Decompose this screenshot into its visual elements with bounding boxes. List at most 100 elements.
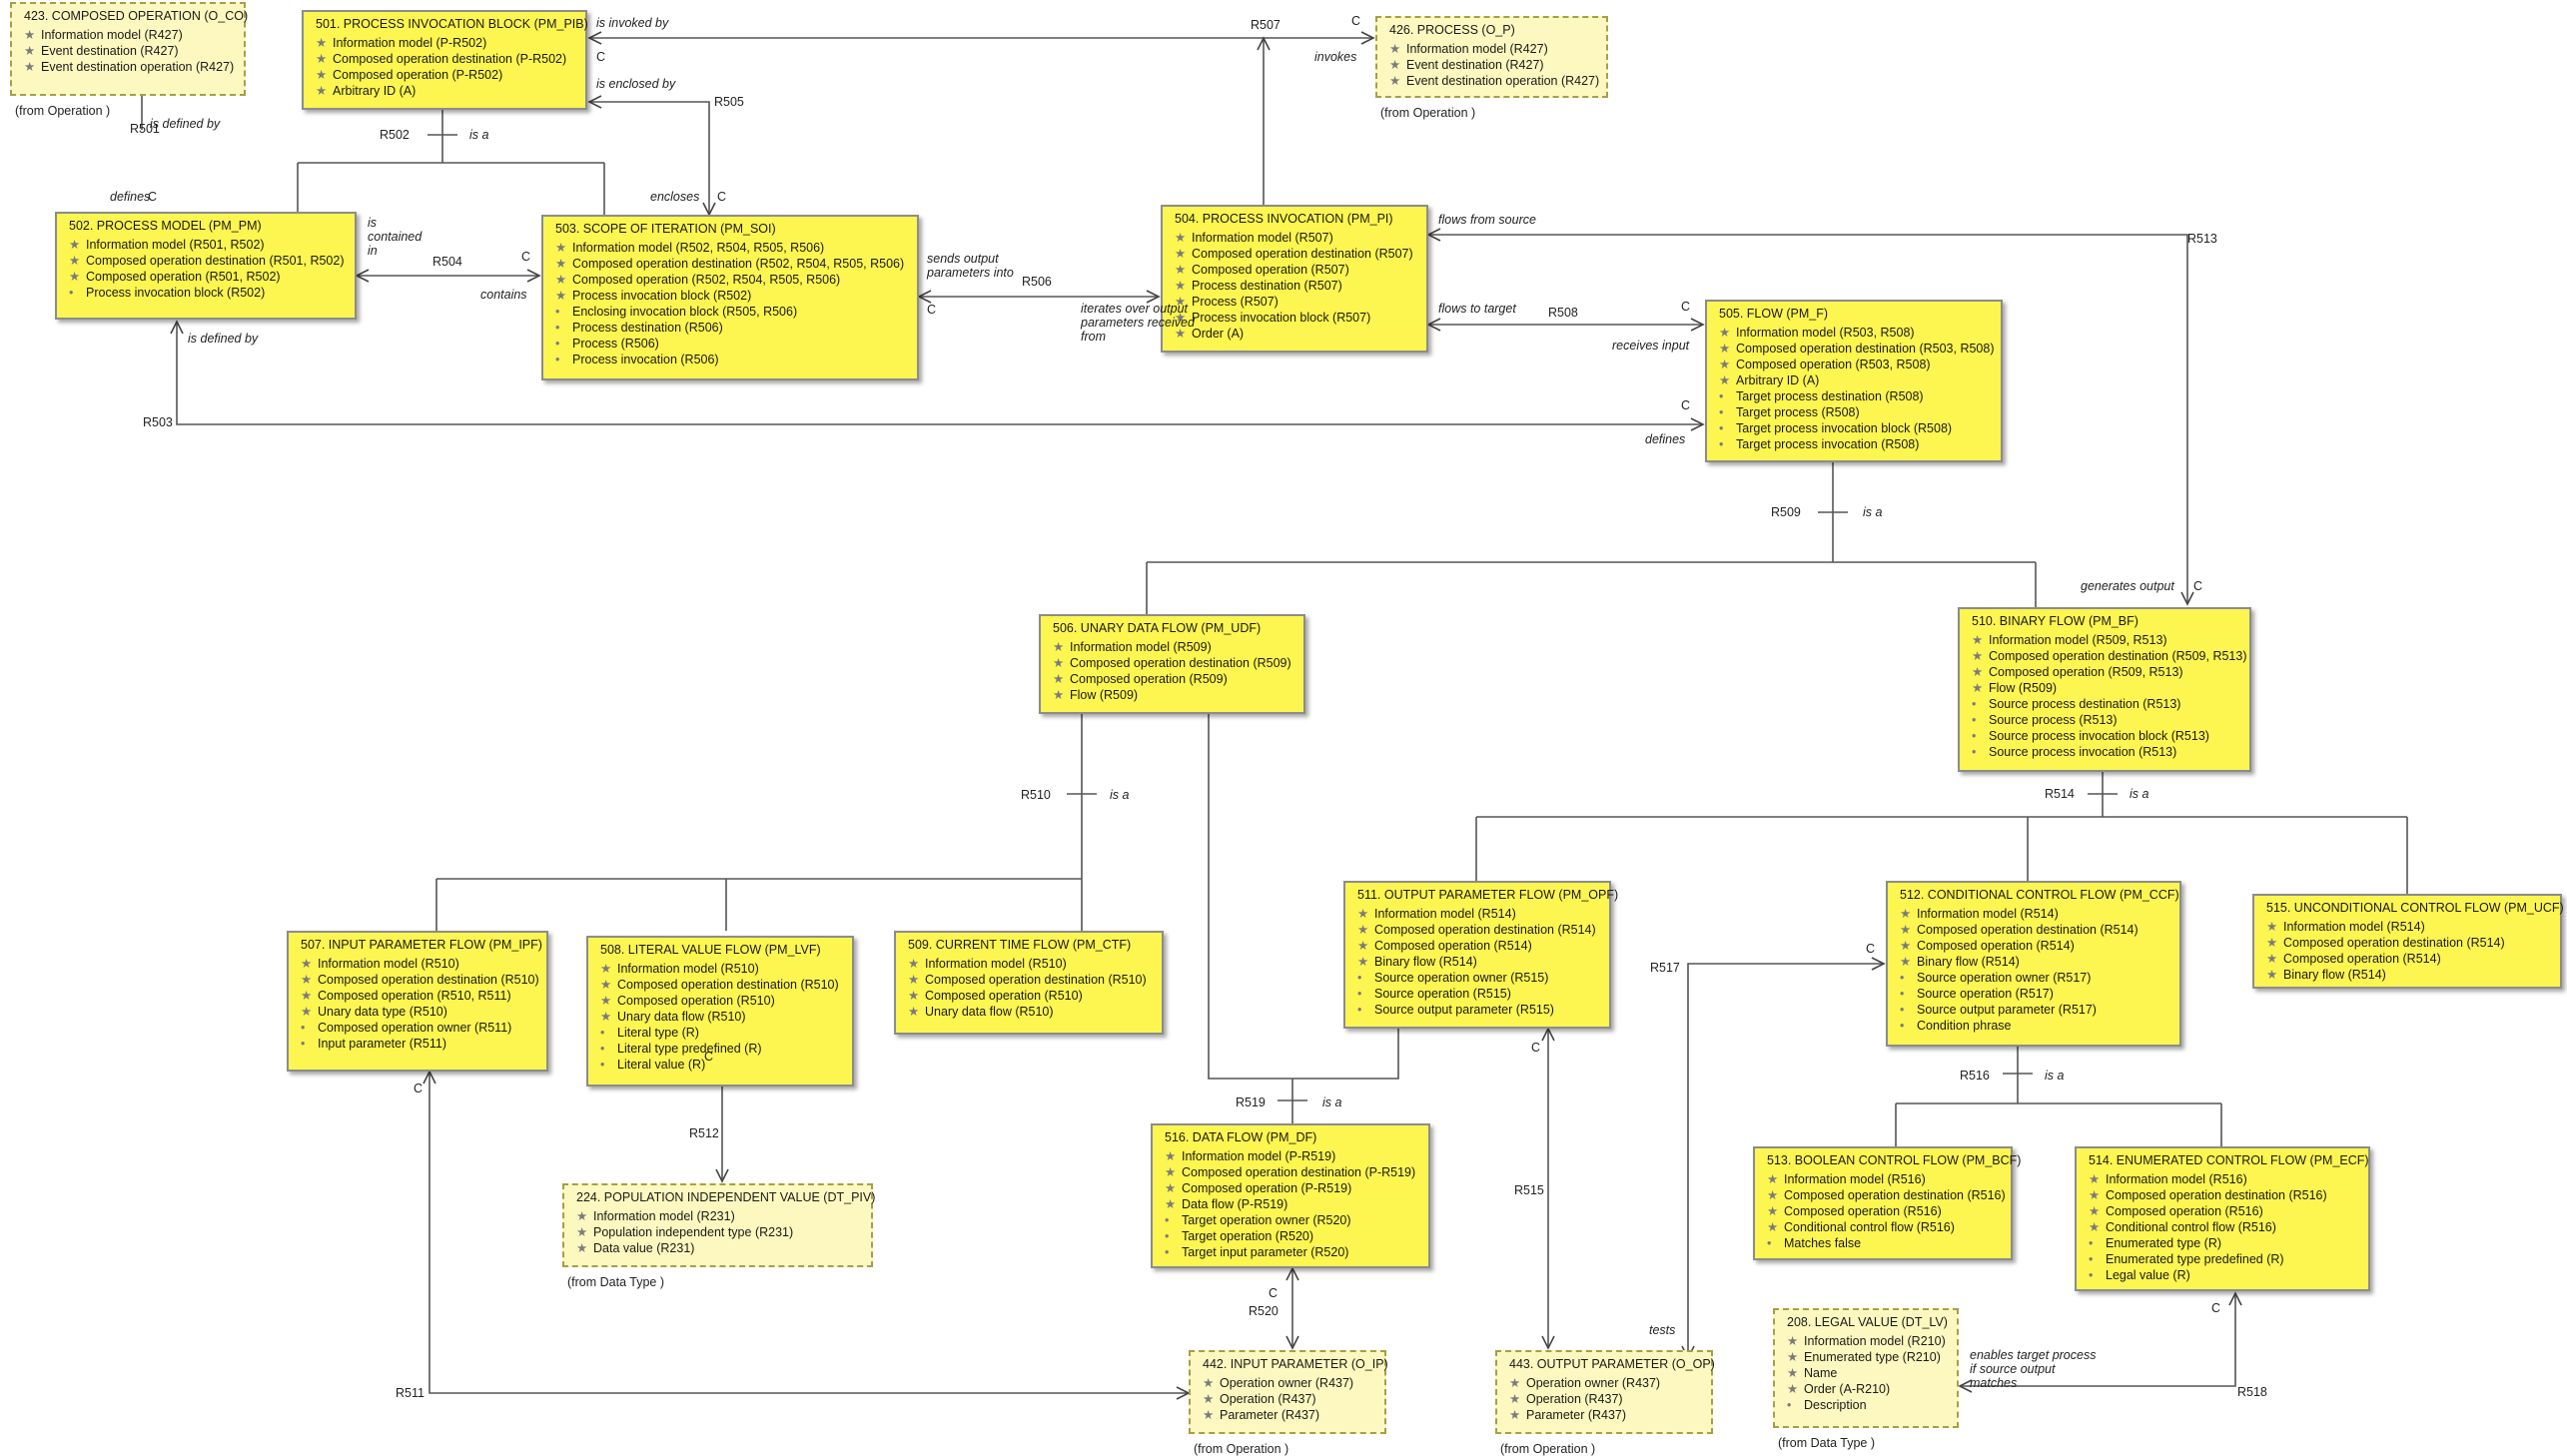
attribute-row: •Literal value (R) (600, 1057, 842, 1073)
attribute-text: Composed operation (R510) (925, 989, 1083, 1003)
attribute-row: ★Information model (R210) (1787, 1333, 1947, 1349)
attribute-row: ★Composed operation destination (R510) (600, 977, 842, 993)
attribute-bullet-icon: • (555, 321, 560, 335)
attribute-row: •Enclosing invocation block (R505, R506) (555, 304, 907, 320)
class-title: 511. OUTPUT PARAMETER FLOW (PM_OPF) (1357, 888, 1619, 902)
class-box-pm-lvf[interactable]: 508. LITERAL VALUE FLOW (PM_LVF)★Informa… (586, 936, 854, 1087)
attribute-row: •Legal value (R) (2089, 1267, 2358, 1283)
attribute-text: Enumerated type (R210) (1804, 1350, 1941, 1364)
attribute-text: Unary data type (R510) (318, 1005, 447, 1019)
class-box-pm-opf[interactable]: 511. OUTPUT PARAMETER FLOW (PM_OPF)★Info… (1343, 881, 1619, 1029)
relationship-number: R517 (1650, 961, 1680, 975)
attribute-text: Target input parameter (R520) (1182, 1245, 1349, 1259)
role-phrase: defines (110, 190, 151, 204)
role-phrase: is defined by (188, 332, 259, 346)
attribute-text: Information model (R231) (593, 1209, 735, 1223)
attribute-text: Parameter (R437) (1526, 1408, 1627, 1422)
class-box-o-co[interactable]: 423. COMPOSED OPERATION (O_CO)★Informati… (10, 2, 248, 96)
relationship-number: R520 (1249, 1304, 1279, 1318)
attribute-row: •Composed operation owner (R511) (301, 1020, 536, 1036)
multiplicity-marker: C (1681, 300, 1691, 314)
class-box-dt-piv[interactable]: 224. POPULATION INDEPENDENT VALUE (DT_PI… (562, 1183, 875, 1267)
multiplicity-marker: C (1269, 1286, 1279, 1300)
attribute-text: Order (A-R210) (1804, 1382, 1891, 1396)
attribute-list: ★Information model (R427) ★ Event destinat… (1389, 41, 1599, 89)
attribute-row: ★Process destination (R507) (1175, 278, 1416, 294)
class-box-pm-ucf[interactable]: 515. UNCONDITIONAL CONTROL FLOW (PM_UCF)… (2252, 894, 2564, 989)
attribute-row: ★Data value (R231) (576, 1240, 861, 1256)
attribute-row: ★Composed operation destination (R514) (2266, 935, 2550, 951)
attribute-text: Composed operation destination (R514) (2283, 936, 2505, 950)
attribute-row: ★Order (A) (1175, 326, 1416, 342)
class-box-pm-f[interactable]: 505. FLOW (PM_F)★Information model (R503… (1705, 300, 2003, 462)
class-box-o-ip[interactable]: 442. INPUT PARAMETER (O_IP)★Operation ow… (1189, 1350, 1388, 1434)
identifier-star-icon: ★ (316, 68, 328, 82)
identifier-star-icon: ★ (1389, 74, 1401, 88)
attribute-bullet-icon: • (1900, 987, 1905, 1001)
role-phrase: receives input (1612, 339, 1690, 353)
from-subsystem-note: (from Operation ) (1500, 1442, 1596, 1456)
attribute-row: ★Information model (R427) (1389, 41, 1596, 57)
attribute-row: •Target process invocation (R508) (1719, 436, 1991, 452)
role-phrase: is defined by (150, 117, 221, 131)
attribute-text: Target process invocation (R508) (1736, 437, 1920, 451)
identifier-star-icon: ★ (908, 973, 920, 987)
attribute-text: Data flow (P-R519) (1182, 1197, 1288, 1211)
attribute-text: Information model (R510) (617, 962, 759, 976)
identifier-star-icon: ★ (301, 957, 313, 971)
class-box-pm-soi[interactable]: 503. SCOPE OF ITERATION (PM_SOI)★Informa… (541, 215, 919, 380)
identifier-star-icon: ★ (1175, 311, 1187, 325)
class-box-pm-ecf[interactable]: 514. ENUMERATED CONTROL FLOW (PM_ECF)★In… (2075, 1146, 2370, 1291)
attribute-text: Enumerated type predefined (R) (2106, 1252, 2284, 1266)
class-box-pm-pm[interactable]: 502. PROCESS MODEL (PM_PM)★Information m… (55, 212, 357, 320)
attribute-bullet-icon: • (1787, 1398, 1792, 1412)
class-box-pm-ccf[interactable]: 512. CONDITIONAL CONTROL FLOW (PM_CCF)★I… (1886, 881, 2181, 1047)
attribute-list: ★Information model (R516)★Composed opera… (2089, 1171, 2358, 1283)
attribute-text: Composed operation destination (R507) (1192, 247, 1413, 261)
class-box-pm-df[interactable]: 516. DATA FLOW (PM_DF)★Information model… (1151, 1123, 1430, 1268)
class-box-pm-ctf[interactable]: 509. CURRENT TIME FLOW (PM_CTF)★Informat… (894, 931, 1164, 1035)
attribute-text: Composed operation (P-R519) (1182, 1181, 1352, 1195)
attribute-row: ★Binary flow (R514) (2266, 967, 2550, 983)
role-phrase: is enclosed by (596, 77, 676, 91)
attribute-text: Target process invocation block (R508) (1736, 421, 1953, 435)
class-box-pm-udf[interactable]: 506. UNARY DATA FLOW (PM_UDF)★Informatio… (1039, 614, 1305, 714)
attribute-text: Event destination (R427) (1406, 58, 1544, 72)
class-box-pm-pib[interactable]: 501. PROCESS INVOCATION BLOCK (PM_PIB)★I… (302, 10, 588, 110)
identifier-star-icon: ★ (2089, 1220, 2101, 1234)
class-box-pm-ipf[interactable]: 507. INPUT PARAMETER FLOW (PM_IPF)★Infor… (287, 931, 548, 1072)
identifier-star-icon: ★ (1175, 263, 1187, 277)
attribute-row: ★Information model (R427) (24, 27, 234, 43)
attribute-list: ★Information model (R210)★ Enumerated typ… (1787, 1333, 1947, 1413)
identifier-star-icon: ★ (1787, 1334, 1799, 1348)
attribute-text: Description (1804, 1398, 1867, 1412)
identifier-star-icon: ★ (1972, 633, 1984, 647)
class-box-o-op[interactable]: 443. OUTPUT PARAMETER (O_OP)★Operation o… (1495, 1350, 1715, 1434)
attribute-row: ★Information model (P-R502) (316, 35, 575, 51)
attribute-bullet-icon: • (1719, 389, 1724, 403)
attribute-row: •Condition phrase (1900, 1018, 2169, 1034)
class-box-pm-pi[interactable]: 504. PROCESS INVOCATION (PM_PI)★Informat… (1161, 205, 1428, 353)
class-box-o-p[interactable]: 426. PROCESS (O_P)★Information model (R4… (1375, 16, 1608, 98)
attribute-text: Source process destination (R513) (1989, 697, 2181, 711)
attribute-list: ★Information model (P-R502)★Composed ope… (316, 35, 575, 99)
class-title: 516. DATA FLOW (PM_DF) (1165, 1130, 1317, 1144)
class-box-pm-bf[interactable]: 510. BINARY FLOW (PM_BF)★Information mod… (1958, 607, 2251, 772)
attribute-text: Process invocation block (R502) (572, 289, 752, 303)
attribute-row: ★Binary flow (R514) (1357, 954, 1599, 970)
attribute-row: ★Conditional control flow (R516) (2089, 1219, 2358, 1235)
class-box-dt-lv[interactable]: 208. LEGAL VALUE (DT_LV)★Information mod… (1773, 1308, 1959, 1428)
identifier-star-icon: ★ (1719, 358, 1731, 371)
identifier-star-icon: ★ (1509, 1408, 1521, 1422)
attribute-text: Composed operation destination (P-R519) (1182, 1165, 1416, 1179)
from-subsystem-note: (from Operation ) (1380, 106, 1476, 120)
attribute-row: •Target operation (R520) (1165, 1228, 1418, 1244)
identifier-star-icon: ★ (301, 989, 313, 1003)
attribute-row: ★Operation owner (R437) (1509, 1375, 1701, 1391)
attribute-row: ★Composed operation (R507) (1175, 262, 1416, 278)
class-title: 504. PROCESS INVOCATION (PM_PI) (1175, 212, 1393, 226)
attribute-row: ★Parameter (R437) (1203, 1407, 1374, 1423)
class-box-pm-bcf[interactable]: 513. BOOLEAN CONTROL FLOW (PM_BCF)★Infor… (1753, 1146, 2021, 1260)
attribute-row: ★Composed operation (R502, R504, R505, R… (555, 272, 907, 288)
